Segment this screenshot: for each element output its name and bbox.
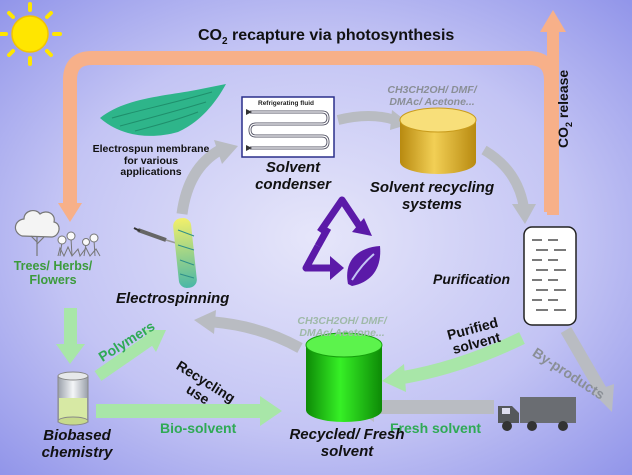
refrigerating-fluid-label: Refrigerating fluid — [258, 100, 314, 107]
sun-icon — [0, 2, 62, 66]
membrane-label: Electrospun membrane for various applica… — [92, 143, 210, 179]
biobased-chemistry-label: Biobased chemistry — [41, 427, 113, 461]
recycling-systems-label: Solvent recycling systems — [369, 179, 495, 213]
purification-label: Purification — [433, 271, 511, 287]
recycled-fresh-label: Recycled/ Fresh solvent — [289, 426, 405, 460]
bio-solvent-label: Bio-solvent — [160, 420, 237, 436]
solvent-recycling-cylinder — [399, 107, 477, 174]
solvent-list-top: CH3CH2OH/ DMF/ DMAc/ Acetone... — [387, 84, 477, 108]
co2-release-arrowhead — [540, 10, 566, 32]
tree-icon — [14, 209, 60, 256]
recycled-fresh-solvent-cylinder — [305, 332, 383, 422]
recycle-leaf-icon — [302, 196, 372, 280]
condenser-label: Solvent condenser — [255, 159, 331, 193]
truck-icon — [498, 397, 576, 431]
co2-recapture-label: CO2 recapture via photosynthesis — [198, 27, 455, 48]
flower-icon — [57, 231, 101, 258]
condenser-icon — [241, 96, 335, 158]
beaker-icon — [57, 371, 89, 426]
syringe-icon — [133, 227, 177, 244]
co2-release-arrow — [547, 30, 559, 215]
co2-recapture-arrowhead — [58, 203, 82, 222]
co2-release-label: CO2 release — [555, 69, 574, 148]
electrospinning-label: Electrospinning — [116, 290, 230, 307]
solvent-list-bottom: CH3CH2OH/ DMF/ DMAc/ Acetone... — [297, 315, 387, 339]
purification-column — [523, 226, 577, 326]
fresh-solvent-label: Fresh solvent — [390, 420, 482, 436]
trees-label: Trees/ Herbs/ Flowers — [13, 259, 93, 287]
fiber-roll-icon — [173, 218, 197, 288]
